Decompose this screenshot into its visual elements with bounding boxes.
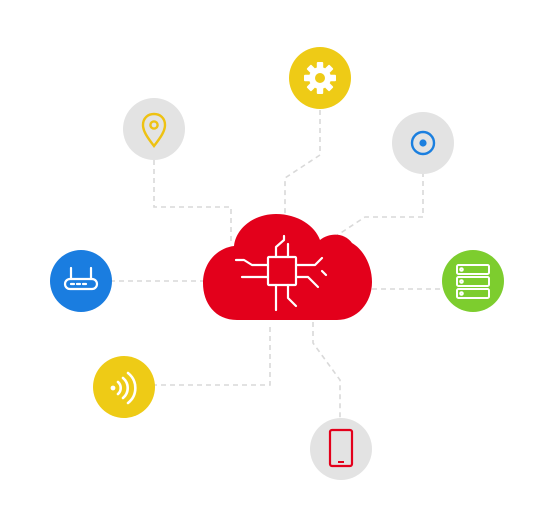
connector-nfc <box>152 325 271 386</box>
node-tablet <box>310 418 372 480</box>
node-router <box>50 250 112 312</box>
connector-target <box>332 172 424 239</box>
connector-tablet <box>312 322 341 420</box>
gear-icon <box>304 62 336 94</box>
cloud-hub <box>203 214 372 320</box>
nfc-wireless-icon <box>110 371 137 405</box>
node-nfc <box>93 356 155 418</box>
cloud-shape <box>203 214 372 320</box>
location-pin-icon <box>141 112 167 148</box>
node-target <box>392 112 454 174</box>
target-icon <box>410 130 436 156</box>
node-location <box>123 98 185 160</box>
connectors <box>110 110 443 420</box>
router-icon <box>63 266 99 291</box>
connector-gear <box>284 110 321 232</box>
connector-location <box>153 160 232 243</box>
cpu-chip-icon <box>234 234 328 312</box>
server-stack-icon <box>456 264 490 299</box>
node-gear <box>289 47 351 109</box>
tablet-icon <box>328 428 354 468</box>
node-server <box>442 250 504 312</box>
